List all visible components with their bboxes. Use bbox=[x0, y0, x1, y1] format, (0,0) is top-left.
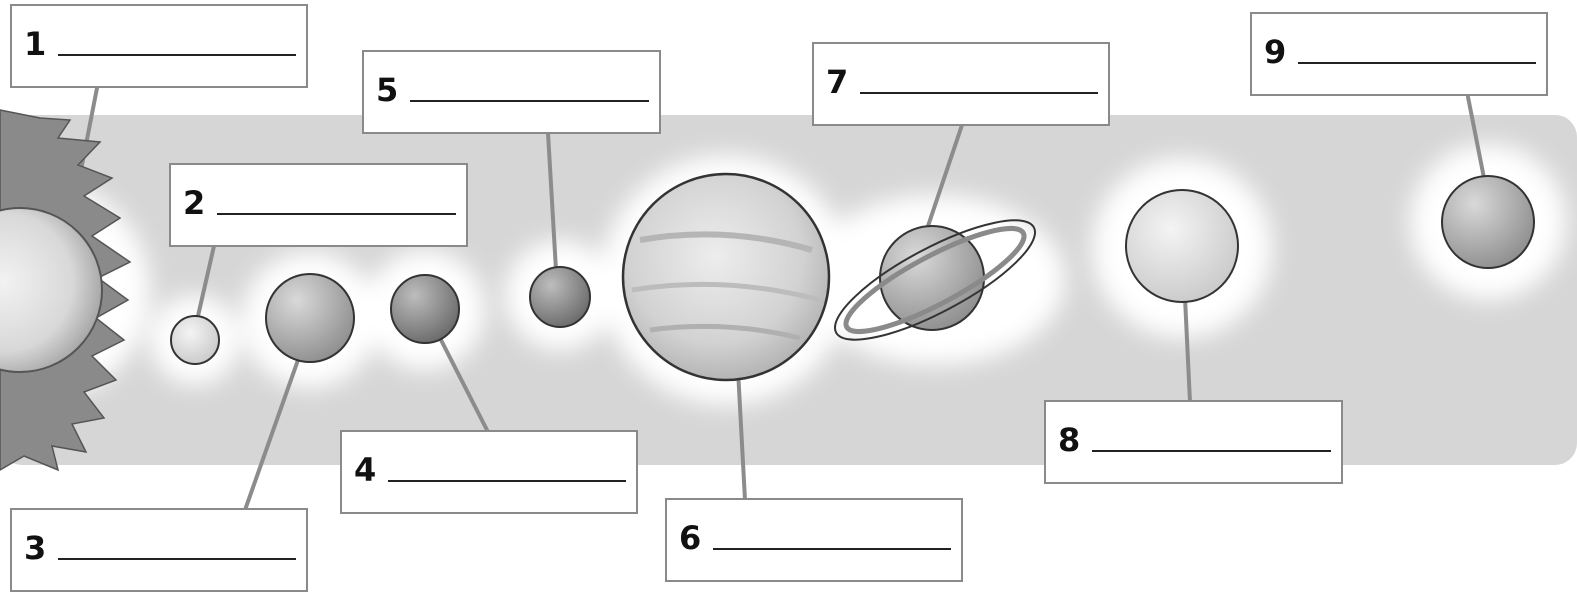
planet-3 bbox=[266, 274, 354, 362]
label-number: 5 bbox=[376, 74, 398, 106]
answer-blank[interactable] bbox=[58, 558, 296, 560]
label-box-5: 5 bbox=[362, 50, 661, 134]
answer-blank[interactable] bbox=[1092, 450, 1331, 452]
answer-blank[interactable] bbox=[58, 54, 296, 56]
answer-blank[interactable] bbox=[860, 92, 1098, 94]
label-box-7: 7 bbox=[812, 42, 1110, 126]
planet-2 bbox=[171, 316, 219, 364]
label-number: 8 bbox=[1058, 424, 1080, 456]
planet-6 bbox=[623, 174, 829, 380]
label-box-6: 6 bbox=[665, 498, 963, 582]
label-number: 1 bbox=[24, 28, 46, 60]
label-box-1: 1 bbox=[10, 4, 308, 88]
label-number: 9 bbox=[1264, 36, 1286, 68]
answer-blank[interactable] bbox=[410, 100, 649, 102]
label-box-3: 3 bbox=[10, 508, 308, 592]
planet-9 bbox=[1442, 176, 1534, 268]
label-box-4: 4 bbox=[340, 430, 638, 514]
planet-5 bbox=[530, 267, 590, 327]
answer-blank[interactable] bbox=[1298, 62, 1536, 64]
label-box-2: 2 bbox=[169, 163, 468, 247]
answer-blank[interactable] bbox=[388, 480, 626, 482]
answer-blank[interactable] bbox=[217, 213, 456, 215]
planet-8 bbox=[1126, 190, 1238, 302]
answer-blank[interactable] bbox=[713, 548, 951, 550]
label-box-8: 8 bbox=[1044, 400, 1343, 484]
label-number: 4 bbox=[354, 454, 376, 486]
label-number: 3 bbox=[24, 532, 46, 564]
label-box-9: 9 bbox=[1250, 12, 1548, 96]
label-number: 7 bbox=[826, 66, 848, 98]
label-number: 6 bbox=[679, 522, 701, 554]
planet-4 bbox=[391, 275, 459, 343]
label-number: 2 bbox=[183, 187, 205, 219]
